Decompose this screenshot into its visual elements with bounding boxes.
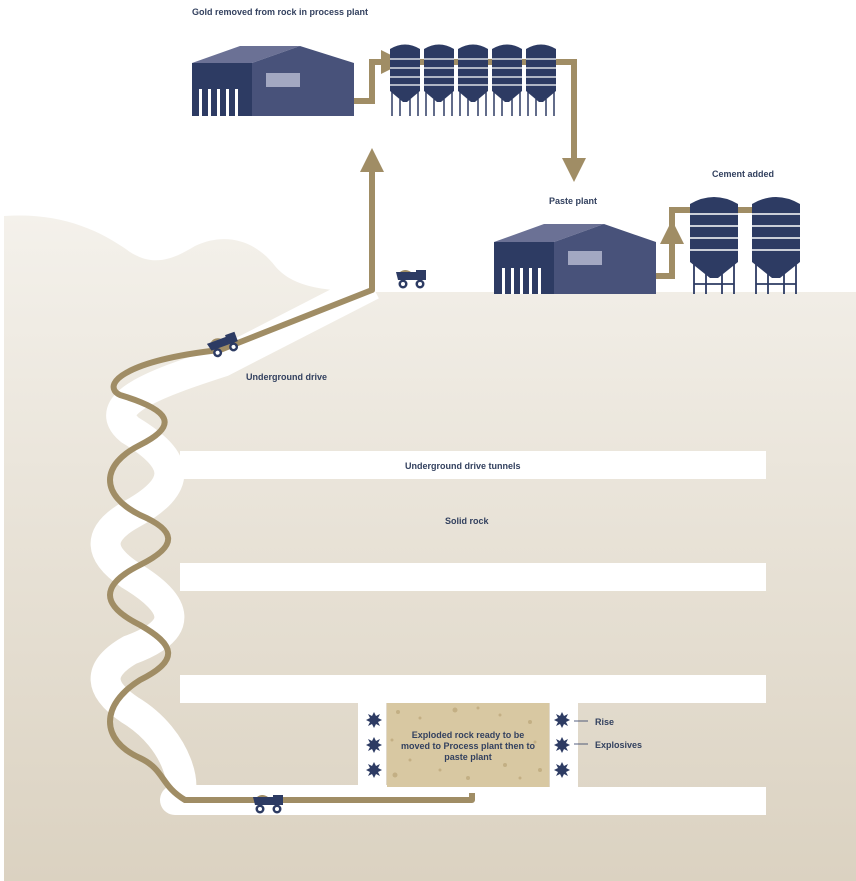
haul-route-arrow — [107, 148, 475, 803]
silo-icon — [492, 44, 522, 116]
rise-label: Rise — [595, 717, 615, 727]
solid-rock-label: Solid rock — [445, 516, 489, 526]
underground-drive-shaft — [90, 271, 470, 815]
underground-drive-tunnels-label: Underground drive tunnels — [405, 461, 521, 471]
haul-truck-icon — [396, 270, 426, 289]
cement-added-label: Cement added — [712, 169, 775, 179]
cement-silo-icon — [690, 197, 738, 294]
ground — [4, 215, 856, 881]
silo-icon — [526, 44, 556, 116]
explosive-burst-icon — [366, 712, 570, 778]
conveyor-to-paste-plant — [555, 59, 586, 182]
exploded-rock-stope — [387, 703, 549, 787]
haul-truck-icon — [206, 331, 239, 358]
silo-icon — [424, 44, 454, 116]
haul-truck-icon — [253, 795, 283, 814]
cement-silo-icon — [752, 197, 800, 294]
process-plant-icon — [192, 46, 354, 116]
paste-plant-label: Paste plant — [549, 196, 598, 206]
silo-icon — [458, 44, 488, 116]
silo-icon — [390, 44, 420, 116]
rubble-specks — [390, 706, 542, 780]
underground-drive-label: Underground drive — [246, 372, 328, 382]
explosives-label: Explosives — [595, 740, 643, 750]
paste-plant-icon — [494, 224, 656, 294]
exploded-rock-label: Exploded rock ready to be moved to Proce… — [400, 730, 536, 762]
conveyor-to-silos — [354, 50, 405, 104]
process-plant-label: Gold removed from rock in process plant — [192, 7, 369, 17]
